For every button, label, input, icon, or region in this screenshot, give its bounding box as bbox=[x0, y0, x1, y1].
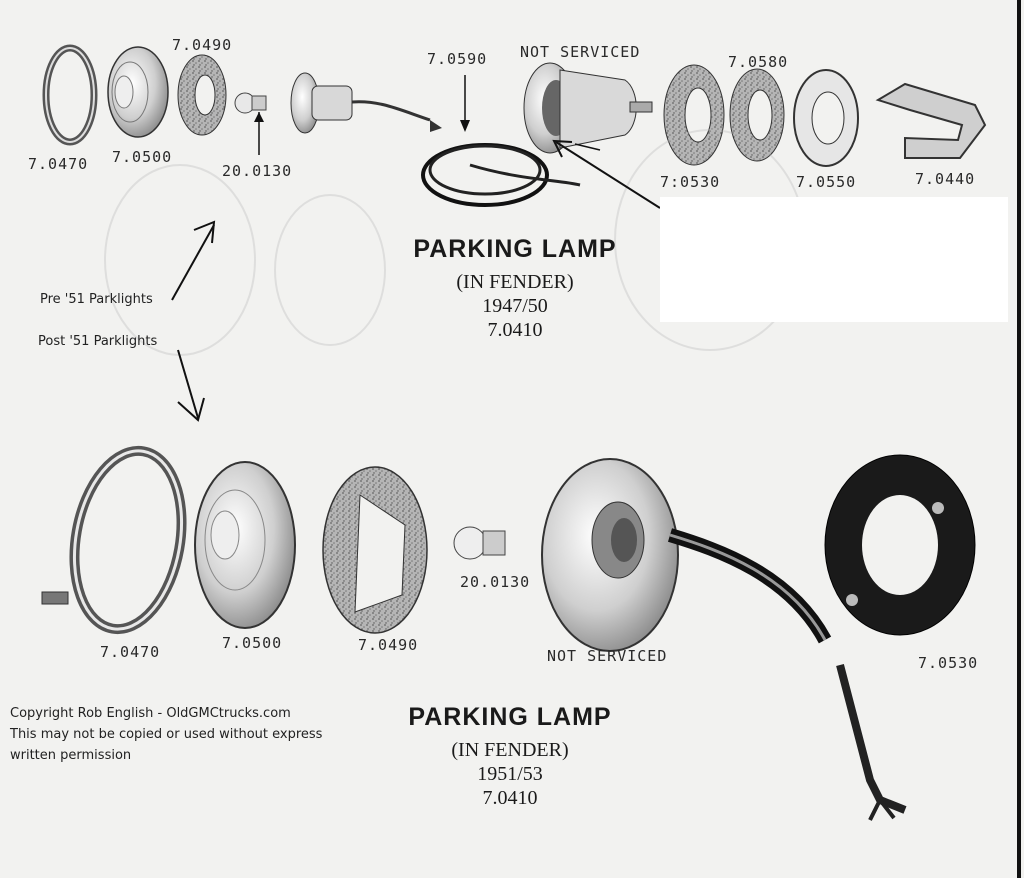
top-gasket-7-0530 bbox=[663, 64, 725, 166]
part-label: 7.0580 bbox=[728, 53, 789, 71]
part-label: NOT SERVICED bbox=[520, 43, 641, 61]
top-gasket-7-0490 bbox=[177, 54, 227, 136]
top-housing-not-serviced bbox=[523, 62, 653, 154]
pre51-note: Pre '51 Parklights bbox=[40, 292, 153, 307]
copyright-line1: Copyright Rob English - OldGMCtrucks.com bbox=[10, 706, 291, 721]
part-label: 7.0490 bbox=[172, 36, 233, 54]
part-label: 7.0440 bbox=[915, 170, 976, 188]
top-title-block: PARKING LAMP (IN FENDER) 1947/50 7.0410 bbox=[400, 235, 630, 342]
copyright-line3: written permission bbox=[10, 748, 132, 763]
bottom-gasket-ring-7-0530 bbox=[824, 454, 976, 636]
part-label: 7.0550 bbox=[796, 173, 857, 191]
bottom-subtitle: (IN FENDER) bbox=[451, 739, 569, 761]
bottom-housing-not-serviced bbox=[541, 458, 907, 821]
part-label: 20.0130 bbox=[460, 573, 531, 591]
part-label: 7.0500 bbox=[112, 148, 173, 166]
top-gasket-7-0580 bbox=[729, 68, 785, 162]
top-bezel-7-0470 bbox=[42, 44, 98, 146]
bottom-years: 1951/53 bbox=[477, 763, 543, 785]
bottom-gasket-7-0490 bbox=[322, 466, 428, 634]
part-label: 7.0470 bbox=[100, 643, 161, 661]
top-socket-and-wire-7-0590 bbox=[290, 72, 581, 207]
part-label: 20.0130 bbox=[222, 162, 293, 180]
part-label: 7:0530 bbox=[660, 173, 721, 191]
bottom-lens-7-0500 bbox=[194, 461, 296, 629]
part-label: 7.0500 bbox=[222, 634, 283, 652]
arrow-post51 bbox=[177, 349, 205, 422]
top-lens-7-0500 bbox=[107, 46, 169, 138]
right-border bbox=[1017, 0, 1021, 878]
white-patch bbox=[660, 197, 1008, 322]
part-label: NOT SERVICED bbox=[547, 647, 668, 665]
part-label: 7.0530 bbox=[918, 654, 979, 672]
bottom-bulb-20-0130 bbox=[453, 526, 506, 560]
top-bracket-7-0440 bbox=[875, 82, 987, 159]
top-retainer-7-0550 bbox=[793, 69, 859, 167]
part-label: 7.0490 bbox=[358, 636, 419, 654]
bottom-title-block: PARKING LAMP (IN FENDER) 1951/53 7.0410 bbox=[395, 703, 625, 810]
bottom-bezel-7-0470 bbox=[41, 445, 187, 635]
part-label: 7.0590 bbox=[427, 50, 488, 68]
arrow-housing bbox=[552, 139, 661, 209]
top-bulb-20-0130 bbox=[234, 92, 267, 155]
bottom-title: PARKING LAMP bbox=[408, 703, 612, 731]
top-title: PARKING LAMP bbox=[413, 235, 617, 263]
bottom-number: 7.0410 bbox=[482, 787, 538, 809]
copyright-line2: This may not be copied or used without e… bbox=[10, 727, 323, 742]
top-years: 1947/50 bbox=[482, 295, 548, 317]
arrow-pre51 bbox=[171, 220, 216, 301]
top-number: 7.0410 bbox=[487, 319, 543, 341]
top-subtitle: (IN FENDER) bbox=[456, 271, 574, 293]
part-label: 7.0470 bbox=[28, 155, 89, 173]
post51-note: Post '51 Parklights bbox=[38, 334, 158, 349]
